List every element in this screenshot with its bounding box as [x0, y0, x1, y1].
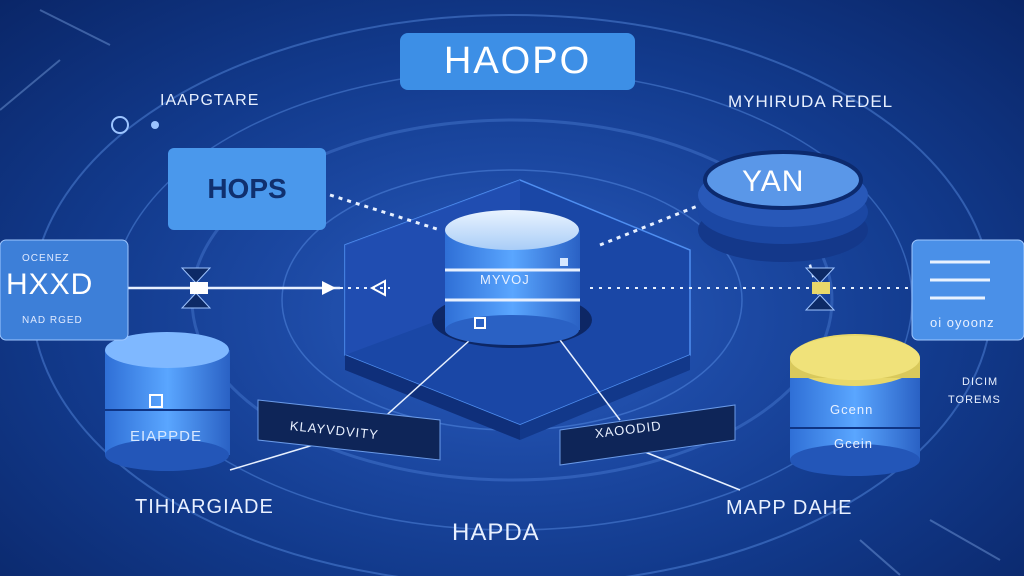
center-db-label: MYVOJ — [480, 272, 530, 287]
title-badge: HAOPO — [400, 33, 635, 90]
page-title: HAOPO — [443, 40, 592, 82]
hxd-main-label: HXXD — [6, 268, 94, 301]
label-right-side-bottom: TOREMS — [948, 394, 1001, 406]
yan-label: YAN — [742, 165, 805, 198]
hops-node: HOPS — [168, 148, 326, 230]
light-streaks — [0, 9, 1001, 576]
hxd-bottom-label: NAD RGED — [22, 315, 83, 326]
node-circle-icon — [111, 116, 129, 134]
right-card-label: oi oyoonz — [930, 315, 995, 330]
junction-right-icon — [804, 267, 836, 311]
label-top-right: MYHIRUDA REDEL — [728, 92, 894, 111]
left-db-label: EIAPPDE — [130, 428, 203, 445]
left-database-icon — [105, 332, 230, 471]
right-db-top-label: Gcenn — [830, 402, 874, 417]
label-bottom-left: TIHIARGIADE — [135, 496, 274, 518]
label-top-left: IAAPGTARE — [160, 92, 260, 109]
junction-left-icon — [180, 267, 212, 309]
center-database-icon — [445, 210, 580, 345]
document-card-icon — [911, 239, 1024, 341]
left-panel-shape — [257, 399, 441, 461]
right-db-bottom-label: Gcein — [834, 436, 873, 451]
hxd-card — [0, 239, 129, 341]
arrow-left-icon — [369, 279, 386, 297]
arrow-right-icon — [322, 281, 336, 295]
label-right-side-top: DICIM — [962, 376, 999, 388]
hops-label: HOPS — [207, 173, 287, 204]
label-bottom-right: MAPP DAHE — [726, 497, 853, 519]
right-database-icon — [790, 334, 920, 476]
right-panel-shape — [559, 404, 736, 466]
hxd-top-label: OCENEZ — [22, 253, 70, 264]
yan-disk-stack-icon — [698, 150, 868, 262]
label-bottom-center: HAPDA — [452, 519, 540, 546]
